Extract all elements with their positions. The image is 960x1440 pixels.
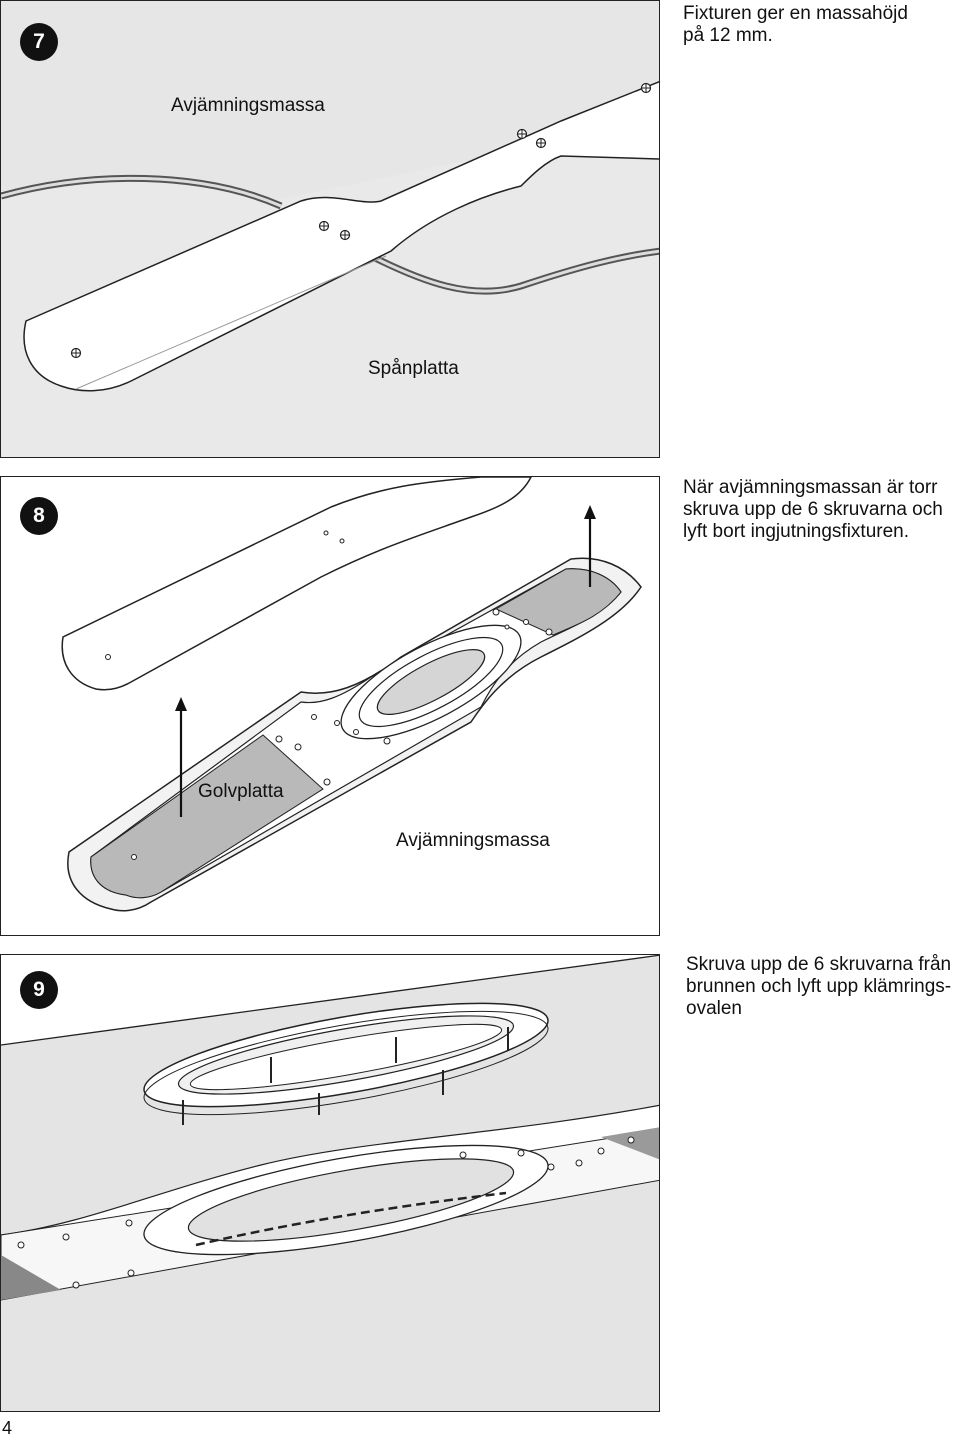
floor-plate-label: Golvplatta: [198, 781, 284, 802]
leveling-compound-label: Avjämningsmassa: [396, 830, 550, 851]
caption-line: Skruva upp de 6 skruvarna från: [686, 954, 952, 975]
step-number-badge: 7: [20, 23, 58, 61]
page-number: 4: [2, 1418, 13, 1438]
step-8-panel: 8 Golvplatta Avjämningsmassa: [0, 476, 660, 936]
step-8-caption: När avjämningsmassan är torr skruva upp …: [683, 477, 943, 543]
step-number-badge: 8: [20, 497, 58, 535]
caption-line: När avjämningsmassan är torr: [683, 477, 938, 498]
caption-line: brunnen och lyft upp klämrings-: [686, 976, 952, 997]
leveling-compound-label: Avjämningsmassa: [171, 95, 325, 116]
step-number-badge: 9: [20, 971, 58, 1009]
step-9-illustration: [1, 955, 659, 1411]
caption-line: ovalen: [686, 998, 742, 1019]
step-7-illustration: [1, 80, 659, 457]
step-7-caption: Fixturen ger en massahöjd på 12 mm.: [683, 3, 908, 47]
step-9-panel: 9: [0, 954, 660, 1412]
step-7-panel: 7 Avjämningsmassa Spånplatta: [0, 0, 660, 458]
chipboard-label: Spånplatta: [368, 358, 459, 379]
step-9-caption: Skruva upp de 6 skruvarna från brunnen o…: [686, 954, 951, 1020]
caption-line: skruva upp de 6 skruvarna och: [683, 499, 943, 520]
caption-line: lyft bort ingjutningsfixturen.: [683, 521, 910, 542]
step-8-illustration: [61, 477, 642, 912]
caption-line: på 12 mm.: [683, 25, 773, 46]
caption-line: Fixturen ger en massahöjd: [683, 3, 908, 24]
